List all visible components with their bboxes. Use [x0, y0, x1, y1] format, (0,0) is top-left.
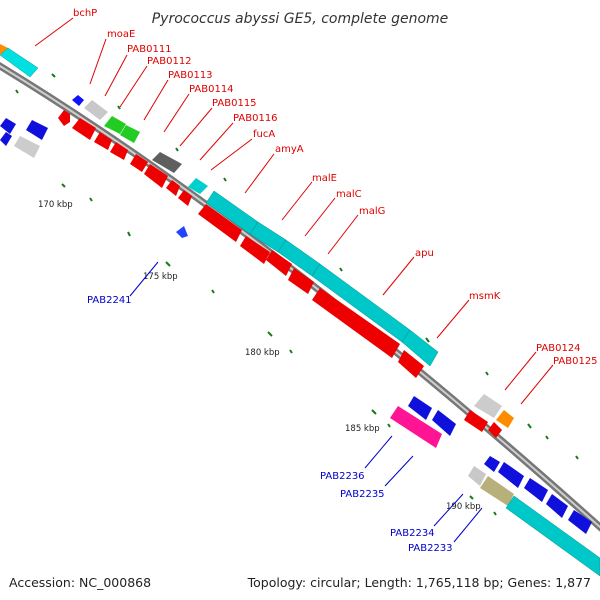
ruler-tick-labels: 170 kbp 175 kbp 180 kbp 185 kbp 190 kbp	[38, 200, 481, 512]
gene-red-9[interactable]	[198, 204, 242, 242]
label-PAB0116[interactable]: PAB0116	[233, 113, 278, 124]
gene-blue-left-2[interactable]	[26, 120, 48, 140]
label-fucA[interactable]: fucA	[253, 129, 275, 140]
gene-PAB2234[interactable]	[468, 466, 486, 486]
gene-red-6[interactable]	[144, 164, 168, 188]
gene-red-4[interactable]	[110, 142, 128, 160]
label-PAB0111[interactable]: PAB0111	[127, 44, 172, 55]
tick-label-190kbp: 190 kbp	[446, 502, 481, 512]
label-PAB0125[interactable]: PAB0125	[553, 356, 598, 367]
topology-text: Topology: circular; Length: 1,765,118 bp…	[247, 575, 591, 590]
accession-text: Accession: NC_000868	[9, 575, 151, 590]
gene-PAB0112-b[interactable]	[120, 125, 140, 143]
map-title: Pyrococcus abyssi GE5, complete genome	[152, 11, 449, 27]
gene-blue-mid-1[interactable]	[408, 396, 432, 420]
label-PAB2236[interactable]: PAB2236	[320, 471, 365, 482]
label-PAB2235[interactable]: PAB2235	[340, 489, 385, 500]
gene-red-11[interactable]	[266, 250, 292, 276]
gene-cyan-bottom[interactable]	[505, 495, 600, 577]
label-amyA[interactable]: amyA	[275, 144, 304, 155]
tick-label-185kbp: 185 kbp	[345, 424, 380, 434]
gene-PAB2241[interactable]	[176, 226, 188, 238]
reverse-gene-labels: PAB2241 PAB2236 PAB2235 PAB2234 PAB2233	[87, 261, 483, 554]
label-malG[interactable]: malG	[359, 206, 385, 217]
label-PAB2234[interactable]: PAB2234	[390, 528, 435, 539]
gene-red-12[interactable]	[288, 268, 314, 294]
gene-msmK[interactable]	[401, 329, 439, 367]
gene-blue-bottom-1[interactable]	[484, 456, 500, 472]
label-PAB2233[interactable]: PAB2233	[408, 543, 453, 554]
label-malE[interactable]: malE	[312, 173, 337, 184]
gene-red-14[interactable]	[398, 350, 424, 378]
label-apu[interactable]: apu	[415, 248, 434, 259]
gene-PAB0112-a[interactable]	[104, 116, 126, 134]
tick-label-170kbp: 170 kbp	[38, 200, 73, 210]
tick-label-175kbp: 175 kbp	[143, 272, 178, 282]
label-PAB0114[interactable]: PAB0114	[189, 84, 234, 95]
label-PAB2241[interactable]: PAB2241	[87, 295, 132, 306]
gene-fucA[interactable]	[188, 178, 208, 194]
label-PAB0124[interactable]: PAB0124	[536, 343, 581, 354]
gene-blue-bottom-4[interactable]	[546, 494, 568, 518]
label-PAB0113[interactable]: PAB0113	[168, 70, 213, 81]
gene-bchP[interactable]	[0, 47, 39, 78]
label-PAB0115[interactable]: PAB0115	[212, 98, 257, 109]
gene-grey-left[interactable]	[14, 136, 40, 158]
gene-red-15[interactable]	[464, 410, 488, 432]
gene-red-3[interactable]	[94, 132, 112, 150]
gene-red-1[interactable]	[58, 110, 70, 126]
gene-PAB2233[interactable]	[480, 476, 514, 506]
gene-blue-mid-2[interactable]	[432, 410, 456, 436]
gene-red-16[interactable]	[488, 422, 502, 438]
ruler-ticks	[15, 73, 579, 516]
label-bchP[interactable]: bchP	[73, 8, 97, 19]
gene-blue-bottom-2[interactable]	[498, 462, 524, 488]
gene-blue-bottom-3[interactable]	[524, 478, 548, 502]
label-msmK[interactable]: msmK	[469, 291, 501, 302]
gene-blue-left-3[interactable]	[0, 132, 12, 146]
gene-red-13[interactable]	[312, 288, 400, 358]
gene-red-5[interactable]	[130, 154, 148, 172]
gene-PAB0124[interactable]	[474, 394, 502, 418]
tick-label-180kbp: 180 kbp	[245, 348, 280, 358]
gene-PAB0114[interactable]	[152, 152, 182, 173]
gene-PAB0111[interactable]	[84, 100, 108, 120]
gene-red-10[interactable]	[240, 236, 270, 264]
forward-gene-labels: bchP moaE PAB0111 PAB0112 PAB0113 PAB011…	[34, 8, 598, 405]
reverse-strand-red-features	[58, 110, 502, 438]
gene-red-8[interactable]	[178, 190, 192, 206]
gene-PAB0125[interactable]	[496, 410, 514, 428]
gene-blue-bottom-5[interactable]	[568, 510, 592, 534]
forward-strand-features	[0, 44, 514, 428]
label-PAB0112[interactable]: PAB0112	[147, 56, 192, 67]
gene-blue-left-1[interactable]	[0, 118, 16, 134]
reverse-strand-features	[0, 118, 600, 577]
gene-red-2[interactable]	[72, 118, 96, 140]
label-moaE[interactable]: moaE	[107, 29, 135, 40]
label-malC[interactable]: malC	[336, 189, 362, 200]
gene-moaE[interactable]	[72, 95, 84, 106]
gene-PAB2236[interactable]	[390, 406, 442, 448]
gene-red-7[interactable]	[166, 180, 180, 196]
